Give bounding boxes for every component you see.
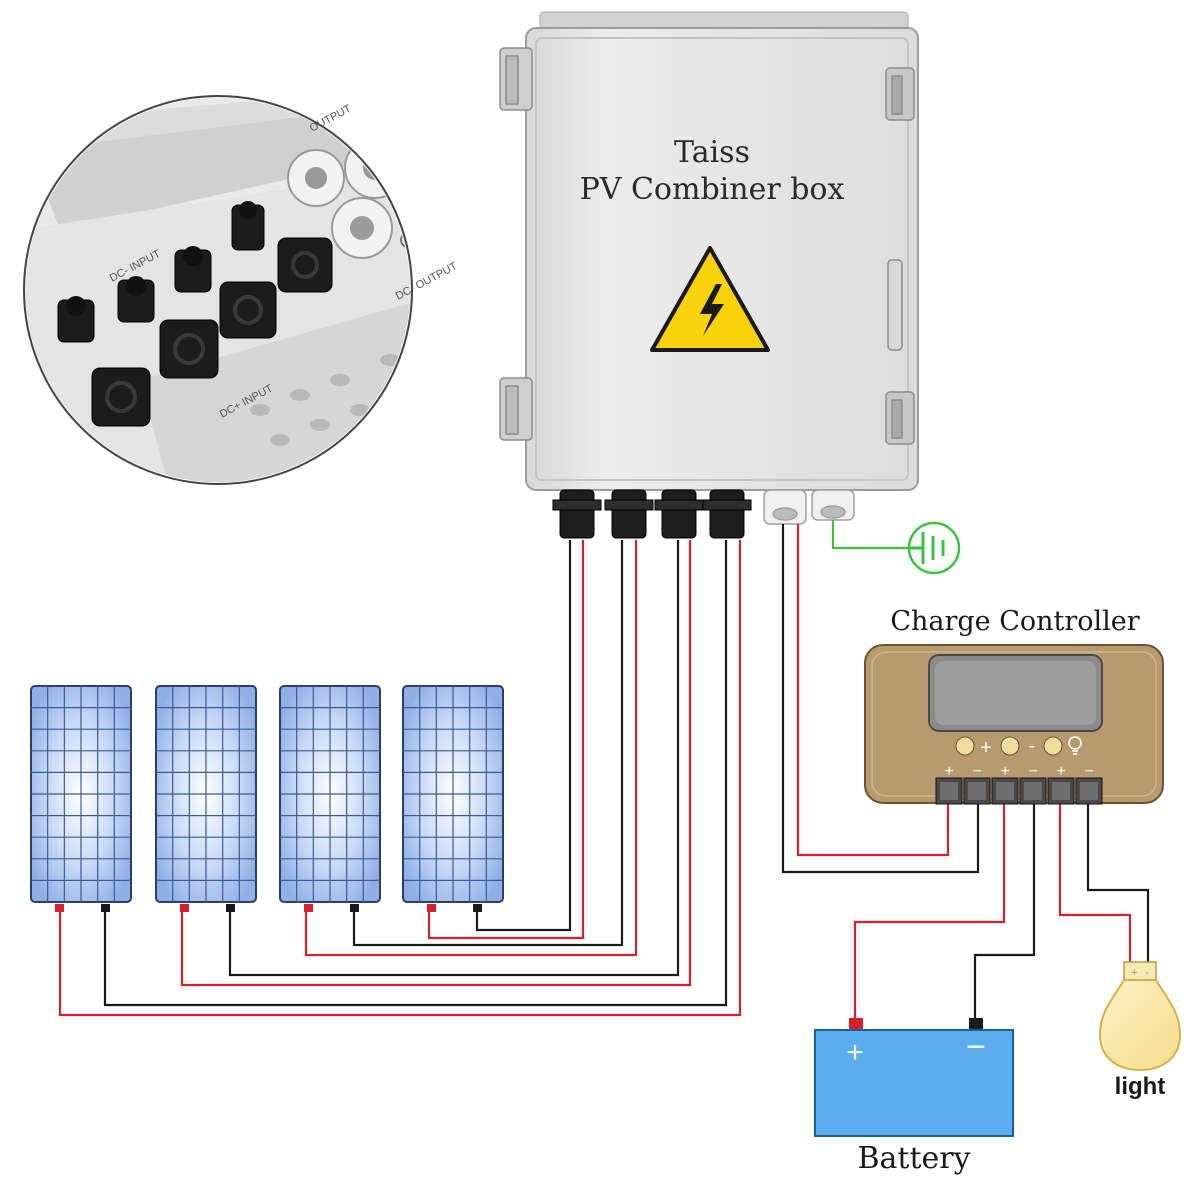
- light-label: light: [1115, 1073, 1166, 1100]
- panel-positive-terminal: [180, 904, 189, 912]
- light-bulb-icon: + - light: [1098, 961, 1182, 1100]
- inset-closeup: OUTPUT DC- INPUT DC+ INPUT DC- OUTPUT: [23, 95, 460, 485]
- controller-terminal-screw: [940, 782, 958, 800]
- panel-negative-terminal: [473, 904, 482, 912]
- controller-terminal-sign: −: [1028, 763, 1037, 780]
- battery: + − Battery: [814, 1018, 1014, 1176]
- battery-minus-sign: −: [966, 1028, 986, 1066]
- output-negative-wire: [781, 524, 980, 874]
- wires: [58, 520, 1150, 1020]
- controller-terminal-screw: [1080, 782, 1098, 800]
- ground-symbol-icon: [907, 521, 961, 575]
- panel-3-positive-wire: [304, 540, 638, 957]
- battery-negative-terminal: [969, 1018, 983, 1032]
- controller-terminal-screw: [968, 782, 986, 800]
- controller-terminal-sign: +: [1000, 763, 1009, 780]
- box-input-connectors: [552, 489, 752, 539]
- panel-negative-terminal: [101, 904, 110, 912]
- battery-negative-wire: [973, 800, 1036, 1020]
- light-positive-wire: [1058, 800, 1132, 962]
- inset-output-label: OUTPUT: [308, 103, 354, 135]
- panel-negative-terminal: [350, 904, 359, 912]
- panel-2-positive-wire: [180, 540, 692, 987]
- solar-panel-1: [30, 685, 132, 912]
- panel-4-negative-wire: [475, 540, 572, 932]
- box-title: PV Combiner box: [580, 172, 845, 207]
- solar-panel-2: [155, 685, 257, 912]
- solar-panel-3: [279, 685, 381, 912]
- controller-minus-sign: -: [1029, 735, 1036, 757]
- controller-terminal-screw: [1024, 782, 1042, 800]
- controller-terminal-screw: [1052, 782, 1070, 800]
- combiner-box: Taiss PV Combiner box: [499, 11, 919, 539]
- controller-terminal-sign: −: [972, 763, 981, 780]
- controller-plus-sign: +: [980, 737, 992, 759]
- box-hinges: [499, 47, 533, 441]
- panel-3-negative-wire: [352, 540, 624, 947]
- controller-terminal-sign: +: [944, 763, 953, 780]
- high-voltage-warning-icon: [650, 246, 770, 352]
- ground-wire: [831, 520, 908, 550]
- controller-title: Charge Controller: [890, 606, 1139, 637]
- output-positive-wire: [796, 524, 950, 857]
- battery-positive-terminal: [849, 1018, 863, 1032]
- battery-positive-wire: [853, 800, 1006, 1020]
- controller-terminal-screw: [996, 782, 1014, 800]
- controller-buttons: + -: [955, 735, 1082, 759]
- battery-label: Battery: [857, 1141, 970, 1176]
- panel-2-negative-wire: [228, 540, 680, 977]
- panel-positive-terminal: [427, 904, 436, 912]
- light-negative-wire: [1086, 800, 1150, 962]
- panel-positive-terminal: [304, 904, 313, 912]
- inset-connectors: [57, 137, 410, 427]
- box-cable-glands: [763, 489, 855, 525]
- box-latches: [885, 67, 915, 445]
- bulb-icon: [1068, 736, 1082, 755]
- bulb-minus-sign: -: [1145, 965, 1149, 979]
- panel-negative-terminal: [226, 904, 235, 912]
- charge-controller: Charge Controller + - + − + − + −: [864, 606, 1164, 805]
- battery-plus-sign: +: [846, 1036, 864, 1069]
- box-brand: Taiss: [674, 135, 750, 170]
- panel-positive-terminal: [55, 904, 64, 912]
- controller-terminal-sign: −: [1084, 763, 1093, 780]
- panel-1-negative-wire: [103, 540, 728, 1007]
- bulb-plus-sign: +: [1131, 967, 1137, 979]
- panel-1-positive-wire: [58, 540, 742, 1017]
- controller-terminals: + − + − + −: [935, 763, 1103, 805]
- solar-panel-4: [402, 685, 504, 912]
- solar-panels: [30, 685, 504, 912]
- controller-terminal-sign: +: [1056, 763, 1065, 780]
- panel-4-positive-wire: [427, 540, 585, 940]
